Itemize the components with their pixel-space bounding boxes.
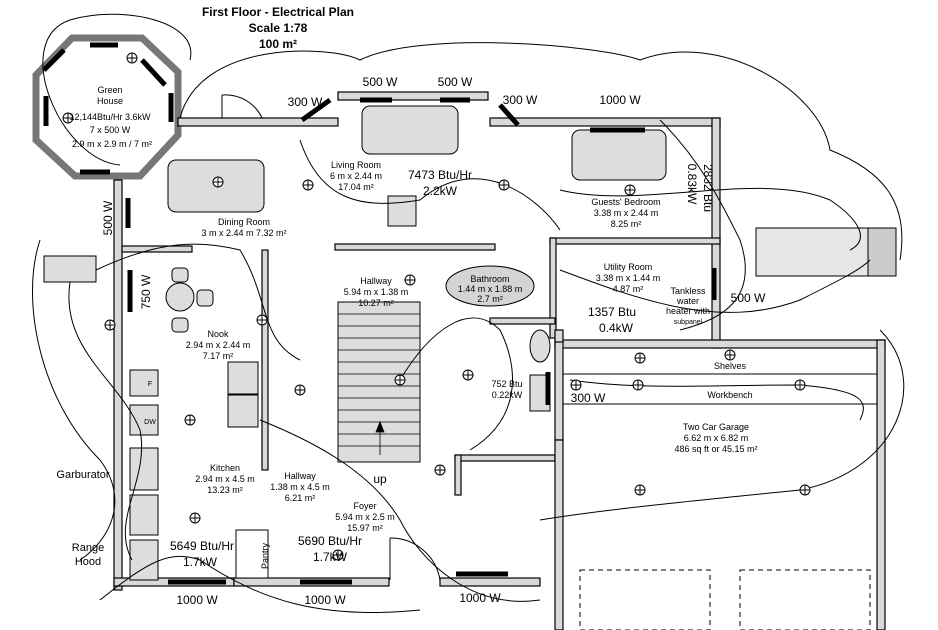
workbench-label: Workbench [707, 390, 752, 400]
watt-750-vertical: 750 W [139, 274, 153, 309]
shelves-label: Shelves [714, 361, 747, 371]
guests-kw: 0.83kW [685, 164, 699, 205]
nook-name: Nook [207, 329, 229, 339]
foyer-name: Foyer [353, 501, 376, 511]
garage-dims: 6.62 m x 6.82 m [684, 433, 749, 443]
dining-room-dims: 3 m x 2.44 m 7.32 m² [201, 228, 286, 238]
hallway2-name: Hallway [284, 471, 316, 481]
bathroom-area: 2.7 m² [477, 294, 503, 304]
utility-room-area: 4.87 m² [613, 284, 644, 294]
foyer-dims: 5.94 m x 2.5 m [335, 512, 395, 522]
hallway-area: 10.27 m² [358, 298, 394, 308]
watt-500-a: 500 W [363, 75, 398, 89]
foyer-area: 15.97 m² [347, 523, 383, 533]
utility-kw: 0.4kW [599, 321, 634, 335]
range-hood-label-1: Range [72, 542, 104, 554]
bathroom-dims: 1.44 m x 1.88 m [458, 284, 523, 294]
fridge-label: F [148, 381, 152, 388]
kitchen-name: Kitchen [210, 463, 240, 473]
stair-treads [338, 313, 420, 455]
watt-500-utility: 500 W [731, 291, 766, 305]
green-house-wall [32, 34, 182, 180]
utility-room-dims: 3.38 m x 1.44 m [596, 273, 661, 283]
watt-1000-bottom-2: 1000 W [304, 593, 346, 607]
utility-room-name: Utility Room [604, 262, 653, 272]
utility-btu: 1357 Btu [588, 305, 636, 319]
green-house-name-2: House [97, 96, 123, 106]
guests-bedroom-area: 8.25 m² [611, 219, 642, 229]
nook-dims: 2.94 m x 2.44 m [186, 340, 251, 350]
hallway-name: Hallway [360, 276, 392, 286]
foyer-btu: 5690 Btu/Hr [298, 534, 362, 548]
watt-500-vertical: 500 W [101, 200, 115, 235]
range-hood-label-2: Hood [75, 556, 101, 568]
kitchen-dims: 2.94 m x 4.5 m [195, 474, 255, 484]
living-room-area: 17.04 m² [338, 182, 374, 192]
pantry-label: Pantry [260, 542, 270, 569]
watt-1000-bottom-3: 1000 W [459, 591, 501, 605]
guests-btu: 2832 Btu [701, 164, 715, 212]
nook-area: 7.17 m² [203, 351, 234, 361]
light-fixtures [62, 52, 811, 561]
guests-bedroom-dims: 3.38 m x 2.44 m [594, 208, 659, 218]
watt-500-b: 500 W [438, 75, 473, 89]
hallway2-dims: 1.38 m x 4.5 m [270, 482, 330, 492]
living-room-btu: 7473 Btu/Hr [408, 168, 472, 182]
garburator-label: Garburator [56, 469, 110, 481]
walls [32, 34, 886, 630]
watt-1000-top: 1000 W [599, 93, 641, 107]
plan-area: 100 m² [259, 37, 297, 51]
tankless-line-2: water [676, 296, 699, 306]
hallway-dims: 5.94 m x 1.38 m [344, 287, 409, 297]
foyer-kw: 1.7kW [313, 550, 348, 564]
tankless-line-3: heater with [666, 306, 710, 316]
hallway2-area: 6.21 m² [285, 493, 316, 503]
bath-heat-btu: 752 Btu [491, 379, 522, 389]
stairs-up-label: up [373, 472, 387, 486]
tankless-line-1: Tankless [670, 286, 706, 296]
garage-name: Two Car Garage [683, 422, 749, 432]
living-room-name: Living Room [331, 160, 381, 170]
living-room-dims: 6 m x 2.44 m [330, 171, 382, 181]
plan-title: First Floor - Electrical Plan [202, 5, 354, 19]
garage-area: 486 sq ft or 45.15 m² [674, 444, 757, 454]
kitchen-btu: 5649 Btu/Hr [170, 539, 234, 553]
green-house-spec-2: 7 x 500 W [90, 125, 131, 135]
watt-300-left: 300 W [288, 95, 323, 109]
bath-heat-kw: 0.22kW [492, 390, 523, 400]
kitchen-kw: 1.7kW [183, 555, 218, 569]
dw-label: DW [144, 419, 156, 426]
green-house-spec: 12,144Btu/Hr 3.6kW [69, 112, 151, 122]
living-room-kw: 2.2kW [423, 184, 458, 198]
green-house-spec-3: 2.9 m x 2.9 m / 7 m² [72, 139, 152, 149]
kitchen-area: 13.23 m² [207, 485, 243, 495]
guests-bedroom-name: Guests' Bedroom [591, 197, 660, 207]
plan-scale: Scale 1:78 [249, 21, 308, 35]
watt-300-garage: 300 W [571, 391, 606, 405]
furniture [43, 105, 897, 581]
watt-1000-bottom-1: 1000 W [176, 593, 218, 607]
tankless-line-4: subpanel [674, 319, 703, 326]
wiring [32, 13, 905, 614]
baseboard-heaters [42, 42, 717, 585]
green-house-name: Green [97, 85, 122, 95]
bathroom-name: Bathroom [470, 274, 509, 284]
watt-300-right: 300 W [503, 93, 538, 107]
dining-room-name: Dining Room [218, 217, 270, 227]
